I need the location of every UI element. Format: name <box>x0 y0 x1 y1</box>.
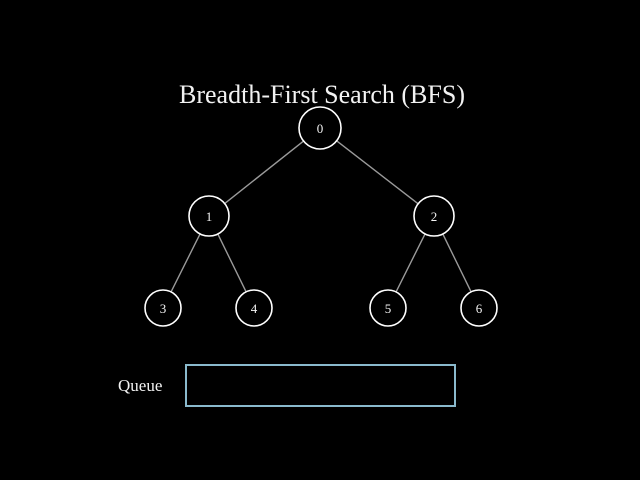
tree-edge-1-4 <box>217 233 247 293</box>
tree-node-1[interactable]: 1 <box>188 195 230 237</box>
tree-node-label-4: 4 <box>251 301 258 316</box>
tree-edge-0-1 <box>223 140 305 205</box>
tree-node-label-5: 5 <box>385 301 392 316</box>
tree-node-5[interactable]: 5 <box>369 289 407 327</box>
tree-edge-2-5 <box>395 233 426 293</box>
tree-node-circle-0 <box>298 106 342 150</box>
tree-edge-1-3 <box>170 233 201 293</box>
tree-node-circle-3 <box>144 289 182 327</box>
tree-node-0[interactable]: 0 <box>298 106 342 150</box>
queue-label: Queue <box>118 376 162 395</box>
tree-node-4[interactable]: 4 <box>235 289 273 327</box>
tree-node-label-1: 1 <box>206 209 213 224</box>
tree-node-circle-1 <box>188 195 230 237</box>
tree-node-2[interactable]: 2 <box>413 195 455 237</box>
tree-nodes-group: 0 1 2 3 4 5 6 <box>144 106 498 327</box>
tree-node-6[interactable]: 6 <box>460 289 498 327</box>
tree-node-label-2: 2 <box>431 209 438 224</box>
queue-box[interactable] <box>185 364 456 407</box>
tree-node-circle-2 <box>413 195 455 237</box>
tree-node-3[interactable]: 3 <box>144 289 182 327</box>
tree-node-circle-5 <box>369 289 407 327</box>
tree-node-label-3: 3 <box>160 301 167 316</box>
tree-edge-0-2 <box>335 140 419 205</box>
tree-node-circle-4 <box>235 289 273 327</box>
tree-edge-2-6 <box>442 233 472 293</box>
tree-node-label-6: 6 <box>476 301 483 316</box>
page-title: Breadth-First Search (BFS) <box>179 80 465 109</box>
tree-node-circle-6 <box>460 289 498 327</box>
tree-node-label-0: 0 <box>317 121 324 136</box>
tree-edges-group <box>170 140 472 293</box>
